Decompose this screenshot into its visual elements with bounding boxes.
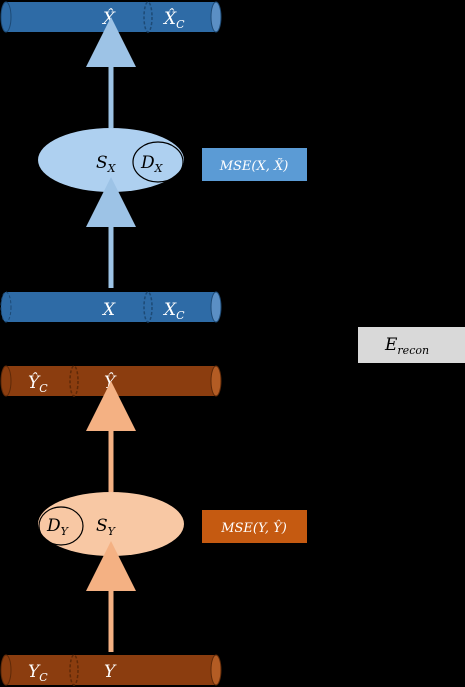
dx-label: DX	[140, 153, 164, 175]
dx-circle	[132, 141, 184, 183]
y-hat-cylinder: ŶC Ŷ	[0, 365, 222, 397]
mse-y-label: MSE(Y, Ŷ)	[220, 520, 287, 536]
x-c-label: XC	[162, 300, 185, 322]
encoder-x: SX DX	[38, 128, 184, 192]
y-hat-label: Ŷ	[104, 372, 117, 393]
mse-x-box: MSE(X, X̃)	[202, 148, 307, 181]
dy-label: DY	[46, 516, 70, 538]
dy-circle	[38, 506, 84, 546]
x-hat-label: X̂	[101, 9, 116, 29]
mse-y-box: MSE(Y, Ŷ)	[202, 510, 307, 543]
encoder-y: DY SY	[38, 492, 184, 556]
y-label: Y	[104, 662, 117, 682]
y-c-label: YC	[28, 662, 48, 684]
mse-x-label: MSE(X, X̃)	[219, 158, 289, 174]
e-recon-box: Erecon	[358, 327, 465, 363]
x-hat-c-label: X̂C	[162, 9, 185, 31]
sy-label: SY	[96, 516, 117, 538]
y-cylinder: YC Y	[0, 654, 222, 686]
x-cylinder: X XC	[0, 291, 222, 323]
x-label: X	[101, 300, 116, 320]
y-hat-c-label: ŶC	[28, 372, 48, 395]
e-recon-label: Erecon	[384, 335, 429, 357]
x-hat-cylinder: X̂ X̂C	[0, 1, 222, 33]
sx-label: SX	[96, 153, 117, 175]
